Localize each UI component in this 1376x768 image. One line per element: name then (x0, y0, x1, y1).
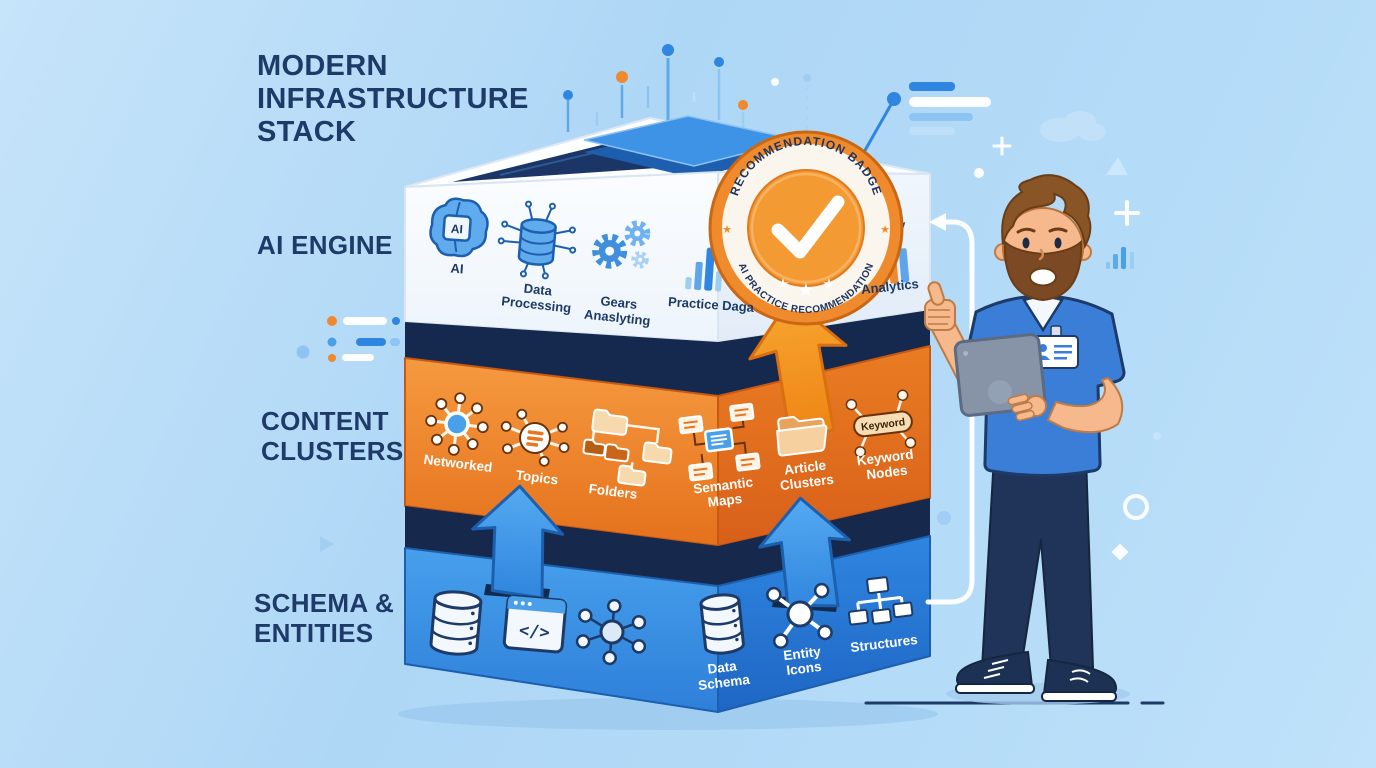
person-head (994, 174, 1092, 302)
nose (1038, 248, 1044, 261)
layer-label-content-clusters: CONTENT CLUSTERS (261, 406, 404, 466)
code-glyph-text: </> (518, 621, 550, 644)
person-pants (981, 455, 1094, 669)
antenna-dot (803, 74, 811, 82)
node-network-icon (575, 598, 647, 666)
structures-tree-icon (847, 576, 914, 626)
plus-icon (1114, 200, 1140, 226)
triangle-decoration (1090, 148, 1114, 172)
ai-brain-icon: AI (429, 197, 489, 258)
stack-shadow (398, 698, 938, 730)
left-dash-decorations (296, 316, 400, 362)
plus-icon (992, 136, 1012, 156)
gears-icon (592, 220, 651, 269)
callout-dot (887, 92, 901, 106)
person-forearm (1046, 376, 1124, 434)
article-clusters-folder-icon (776, 415, 828, 457)
blue-up-arrow-left (471, 484, 565, 600)
semantic-maps-icon (678, 402, 761, 482)
layer-label-schema-entities: SCHEMA & ENTITIES (254, 588, 395, 648)
badge-star: ★ (776, 276, 789, 293)
layer-label-ai-engine: AI ENGINE (257, 230, 393, 260)
mustache (1025, 260, 1061, 269)
code-window-icon: </> (502, 594, 568, 654)
checkmark-icon (771, 195, 845, 259)
eye (1054, 237, 1062, 249)
cloud-icon (1040, 111, 1106, 142)
antenna-dot (771, 78, 779, 86)
antenna-dot (563, 90, 573, 100)
badge-side-star: ★ (722, 224, 732, 236)
eyebrows (1016, 227, 1068, 234)
topics-icon (500, 408, 570, 467)
eye (1022, 237, 1030, 249)
antenna-dot (662, 44, 674, 56)
misc-decorations (320, 111, 1161, 561)
play-triangle-icon (320, 536, 334, 552)
antenna-dot (616, 71, 628, 83)
keyword-nodes-icon: Keyword (845, 389, 917, 458)
badge-star: ★ (822, 276, 835, 293)
data-processing-icon (497, 200, 577, 280)
mouth (1029, 267, 1057, 287)
ai-chip-text: AI (450, 222, 463, 237)
antenna-dot (714, 57, 724, 67)
person-right-shoe (1041, 658, 1118, 702)
tablet-hand (1007, 393, 1047, 422)
person-left-shoe (955, 650, 1035, 694)
annotation-callout (853, 82, 991, 169)
id-badge (1031, 325, 1079, 369)
badge-side-star: ★ (880, 224, 890, 236)
person-with-tablet (924, 174, 1130, 705)
triangle-decoration (1106, 157, 1128, 175)
ring-decoration (1123, 494, 1149, 520)
database-icon (429, 590, 483, 656)
networked-hub-icon (425, 392, 489, 456)
entity-network-icon (766, 582, 833, 649)
page-title: MODERN INFRASTRUCTURE STACK (257, 50, 529, 149)
keyword-pill-text: Keyword (860, 416, 905, 433)
antenna-dot (738, 100, 748, 110)
blue-up-arrow-right (758, 496, 851, 608)
hair (1001, 174, 1092, 250)
connector-arrowhead (929, 213, 946, 231)
badge-star: ★ (798, 280, 814, 300)
diamond-decoration (1111, 543, 1129, 561)
folders-icon (582, 408, 673, 487)
data-schema-database-icon (699, 593, 745, 655)
practice-data-chart-icon (685, 247, 723, 292)
mini-bar-chart-icon (1106, 247, 1134, 269)
